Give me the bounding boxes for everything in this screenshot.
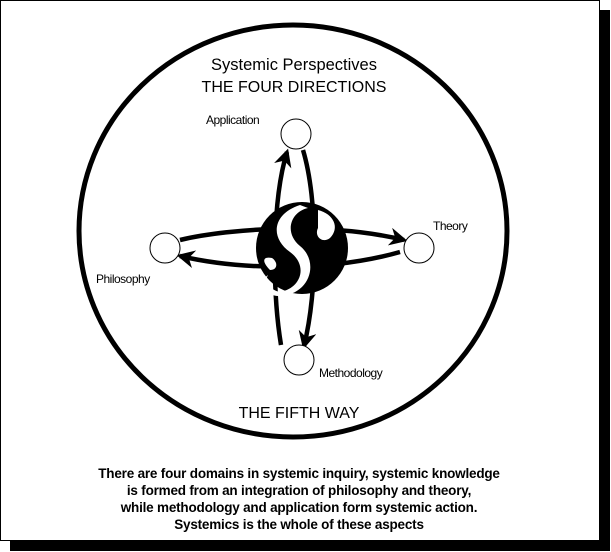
caption: There are four domains in systemic inqui… <box>0 465 598 533</box>
label-methodology: Methodology <box>319 366 383 380</box>
node-theory[interactable] <box>403 232 435 264</box>
outer-circle <box>76 22 510 440</box>
bottom-label: THE FIFTH WAY <box>239 405 360 422</box>
caption-line: while methodology and application form s… <box>120 500 478 515</box>
label-philosophy: Philosophy <box>96 272 150 286</box>
caption-line: There are four domains in systemic inqui… <box>98 466 500 481</box>
caption-line: is formed from an integration of philoso… <box>126 483 472 498</box>
diagram-title: Systemic Perspectives <box>211 56 377 74</box>
node-methodology[interactable] <box>283 344 315 376</box>
center-s-logo-icon <box>256 202 348 296</box>
caption-line: Systemics is the whole of these aspects <box>174 517 424 532</box>
label-theory: Theory <box>433 219 468 233</box>
label-application: Application <box>206 113 259 127</box>
diagram-subtitle: THE FOUR DIRECTIONS <box>202 79 387 96</box>
node-application[interactable] <box>280 118 312 150</box>
node-philosophy[interactable] <box>149 232 181 264</box>
